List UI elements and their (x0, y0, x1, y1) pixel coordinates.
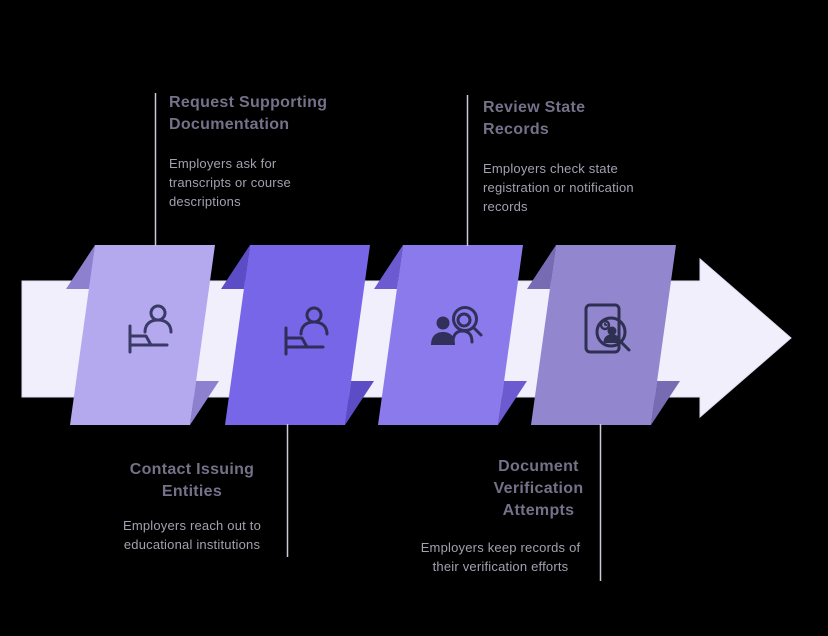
ribbon-step-3 (374, 245, 527, 425)
callout-step-2: Contact Issuing Entities Employers reach… (103, 459, 281, 554)
callout-step-2-title: Contact Issuing Entities (129, 461, 255, 500)
ribbon-step-1 (66, 245, 219, 425)
ribbon-4-fold-top (527, 245, 556, 289)
person-desk-icon (128, 304, 173, 354)
callout-step-4: Document Verification Attempts Employers… (398, 456, 603, 576)
ribbon-2-fold-bottom (345, 381, 374, 425)
callout-step-3-title: Review State Records (483, 99, 586, 138)
callout-step-1-title: Request Supporting Documentation (169, 94, 328, 133)
ribbon-step-2 (221, 245, 374, 425)
ribbon-step-4 (527, 245, 680, 425)
callout-step-4-description: Employers keep records of their verifica… (420, 540, 581, 574)
ribbon-4-fold-bottom (651, 381, 680, 425)
callout-step-3-description: Employers check state registration or no… (483, 161, 634, 214)
callout-step-3: Review State Records Employers check sta… (483, 97, 713, 216)
ribbon-4-body (531, 245, 676, 425)
callout-step-1: Request Supporting Documentation Employe… (169, 92, 399, 211)
callout-step-2-description: Employers reach out to educational insti… (122, 518, 262, 552)
ribbon-1-fold-bottom (190, 381, 219, 425)
ribbon-3-fold-bottom (498, 381, 527, 425)
ribbon-1-fold-top (66, 245, 95, 289)
ribbon-2-fold-top (221, 245, 250, 289)
people-search-icon (431, 306, 483, 345)
ribbon-3-fold-top (374, 245, 403, 289)
callout-step-4-title: Document Verification Attempts (493, 458, 584, 519)
document-search-icon (584, 303, 631, 354)
ribbon-2-body (225, 245, 370, 425)
callout-step-1-description: Employers ask for transcripts or course … (169, 156, 291, 209)
person-desk-icon (284, 306, 329, 356)
